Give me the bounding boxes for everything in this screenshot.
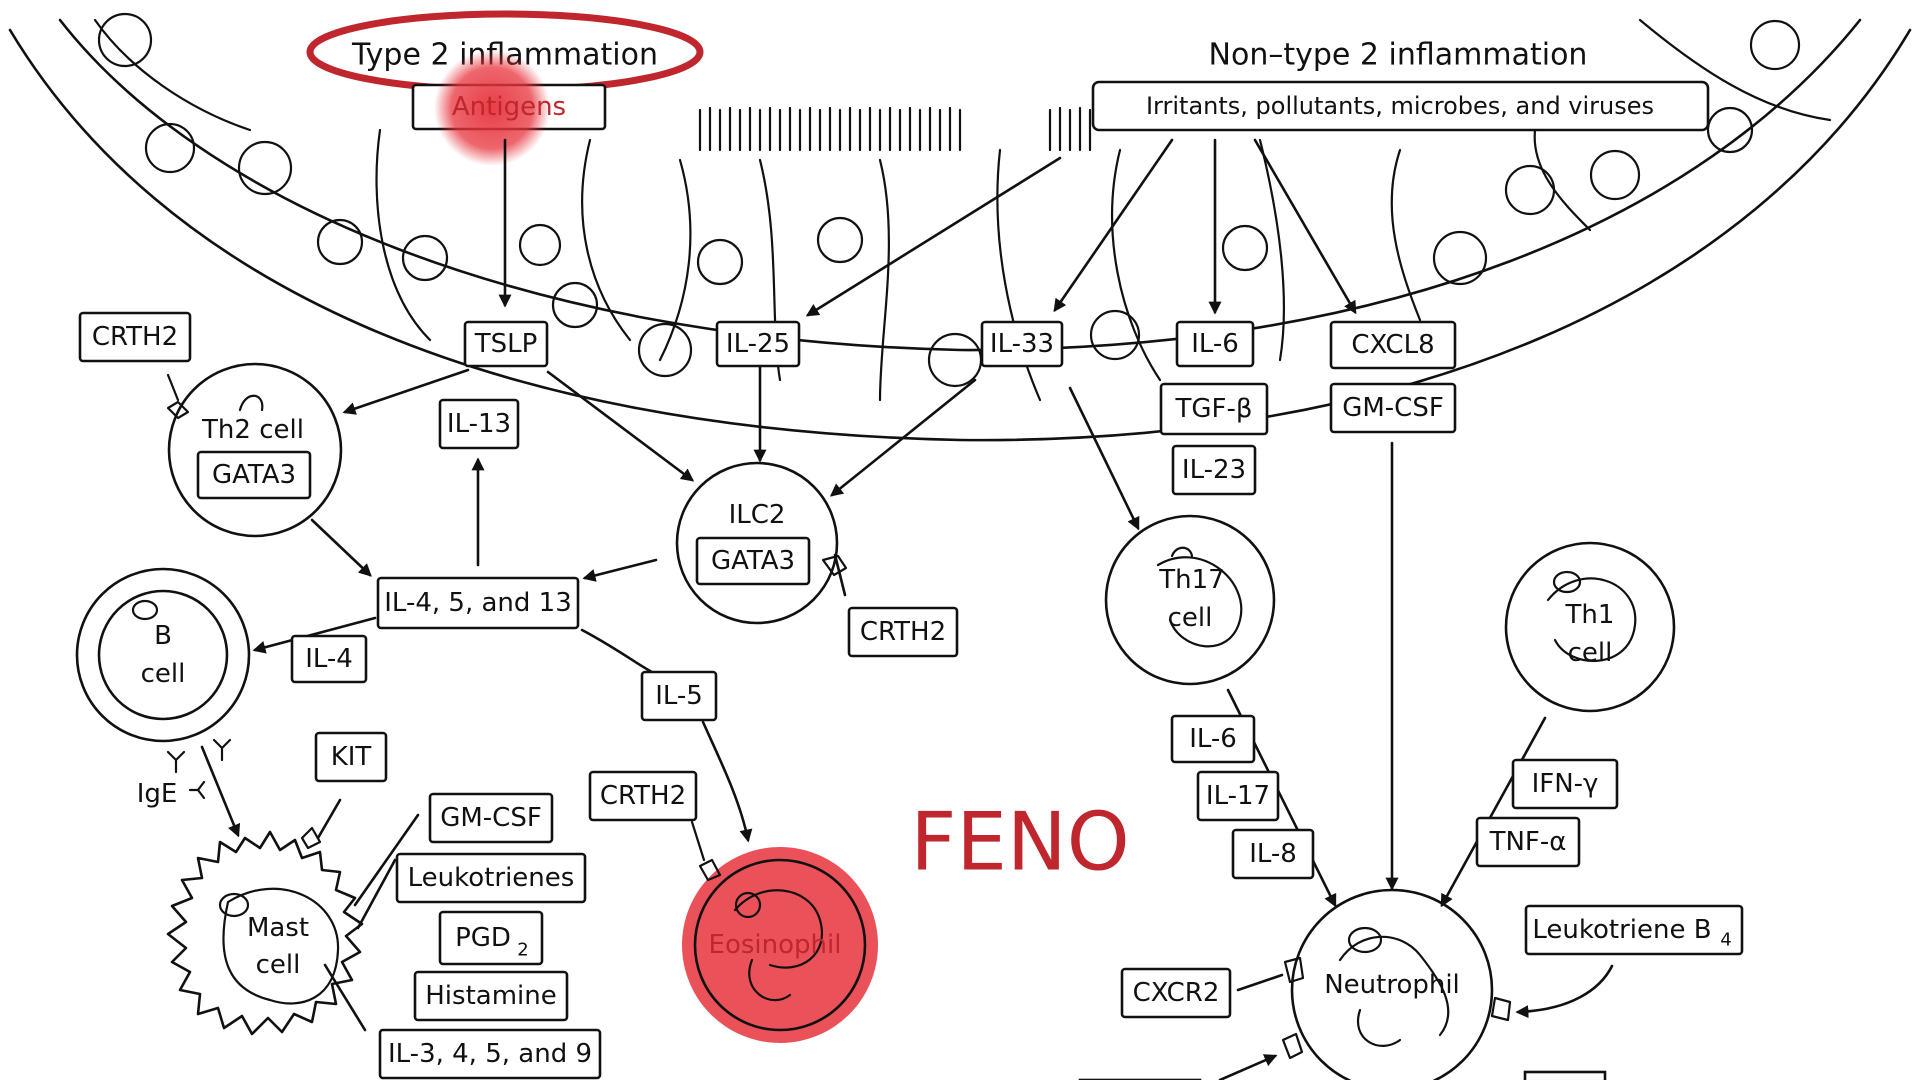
gmcsf-top-box: GM-CSF [1329,382,1457,434]
crth2-ilc2-box: CRTH2 [847,606,959,658]
svg-text:CXCR2: CXCR2 [1133,978,1220,1008]
svg-text:CRTH2: CRTH2 [600,781,686,811]
svg-text:cell: cell [256,950,301,980]
svg-text:Th1: Th1 [1565,600,1615,630]
svg-text:TSLP: TSLP [474,329,538,359]
il6-box: IL-6 [1175,320,1255,368]
crth2-th2-box: CRTH2 [78,311,192,363]
svg-text:CXCL8: CXCL8 [1351,330,1434,360]
svg-text:IFN-γ: IFN-γ [1532,769,1599,799]
ige-antibodies [166,738,232,800]
th17-cell: Th17 cell [1104,514,1276,686]
svg-text:GATA3: GATA3 [212,460,296,490]
il33-box: IL-33 [980,320,1064,368]
antigens-highlight [434,50,550,166]
svg-text:IL-8: IL-8 [1249,839,1297,869]
svg-text:CRTH2: CRTH2 [860,617,946,647]
svg-text:IL-4: IL-4 [305,644,353,674]
arrows [200,138,1614,1080]
feno-label: FENO [910,796,1129,889]
svg-text:IL-33: IL-33 [990,329,1054,359]
svg-text:2: 2 [517,940,528,961]
il8-box: IL-8 [1231,828,1315,880]
svg-text:IL-5: IL-5 [655,681,703,711]
svg-text:Neutrophil: Neutrophil [1324,970,1460,1000]
irritants-box: Irritants, pollutants, microbes, and vir… [1091,80,1710,132]
svg-text:Th2 cell: Th2 cell [201,415,304,445]
svg-text:PGD: PGD [455,923,511,953]
svg-text:cell: cell [141,659,186,689]
ige-label: IgE [137,779,178,809]
antigens-box: Antigens [411,50,607,166]
gmcsf-mast-box: GM-CSF [428,792,554,844]
svg-text:GATA3: GATA3 [711,546,795,576]
svg-text:Mast: Mast [247,913,309,943]
leukotrienes-box: Leukotrienes [395,852,587,904]
pgd2-box: PGD 2 [438,910,544,966]
ilc2-cell: ILC2 GATA3 [675,461,848,625]
b-cell: B cell [75,567,251,743]
svg-text:Eosinophil: Eosinophil [709,930,842,960]
svg-text:GM-CSF: GM-CSF [440,803,542,833]
cilia [698,106,1092,152]
cxcl8-box: CXCL8 [1329,320,1457,370]
il25-box: IL-25 [715,320,801,368]
svg-text:IL-17: IL-17 [1206,781,1270,811]
svg-text:IL-6: IL-6 [1189,724,1237,754]
antigens-label: Antigens [452,92,566,122]
irritants-label: Irritants, pollutants, microbes, and vir… [1146,92,1654,120]
svg-text:IL-4, 5, and 13: IL-4, 5, and 13 [384,588,571,618]
tnfa-box: TNF-α [1475,816,1581,868]
th1-cell: Th1 cell [1504,541,1676,713]
tgfb-box: TGF-β [1159,382,1269,436]
svg-text:CRTH2: CRTH2 [92,322,178,352]
svg-text:Histamine: Histamine [425,981,556,1011]
svg-text:Th17: Th17 [1158,565,1224,595]
airway-epithelium [8,12,1912,442]
svg-text:GM-CSF: GM-CSF [1342,393,1444,423]
tslp-box: TSLP [463,320,549,368]
il3459-box: IL-3, 4, 5, and 9 [378,1028,602,1080]
ifng-box: IFN-γ [1511,758,1619,810]
neutrophil-cell: Neutrophil [1281,888,1512,1080]
svg-text:ILC2: ILC2 [729,500,786,530]
svg-text:Leukotriene B: Leukotriene B [1532,915,1711,945]
svg-text:IL-23: IL-23 [1182,455,1246,485]
partial-box-bottom-right [1523,1070,1607,1080]
svg-text:IL-13: IL-13 [447,409,511,439]
il4-box: IL-4 [290,634,368,684]
svg-text:IL-3, 4, 5, and 9: IL-3, 4, 5, and 9 [388,1039,592,1069]
svg-text:cell: cell [1168,603,1213,633]
il13-box: IL-13 [438,398,520,450]
mast-cell: Mast cell [166,826,364,1036]
svg-text:4: 4 [1720,930,1731,951]
il4513-box: IL-4, 5, and 13 [376,576,580,630]
svg-text:IL-25: IL-25 [726,329,790,359]
eosinophil-cell: Eosinophil [682,820,878,1043]
svg-text:Leukotrienes: Leukotrienes [408,863,575,893]
il6-th17-box: IL-6 [1170,714,1256,764]
nontype2-title: Non–type 2 inflammation [1209,38,1588,73]
svg-text:B: B [154,621,172,651]
svg-text:TNF-α: TNF-α [1489,827,1567,857]
il17-box: IL-17 [1196,770,1280,822]
svg-text:IL-6: IL-6 [1191,329,1239,359]
svg-text:KIT: KIT [331,742,372,772]
il5-box: IL-5 [640,670,718,722]
il23-box: IL-23 [1171,444,1257,496]
svg-text:cell: cell [1568,638,1613,668]
histamine-box: Histamine [413,970,569,1022]
th2-cell: Th2 cell GATA3 [166,362,343,538]
crth2-eos-box: CRTH2 [588,770,698,822]
cxcr2-box: CXCR2 [1120,967,1232,1019]
ltb4-box: Leukotriene B 4 [1524,904,1744,956]
kit-box: KIT [314,731,388,783]
svg-text:TGF-β: TGF-β [1175,394,1253,424]
